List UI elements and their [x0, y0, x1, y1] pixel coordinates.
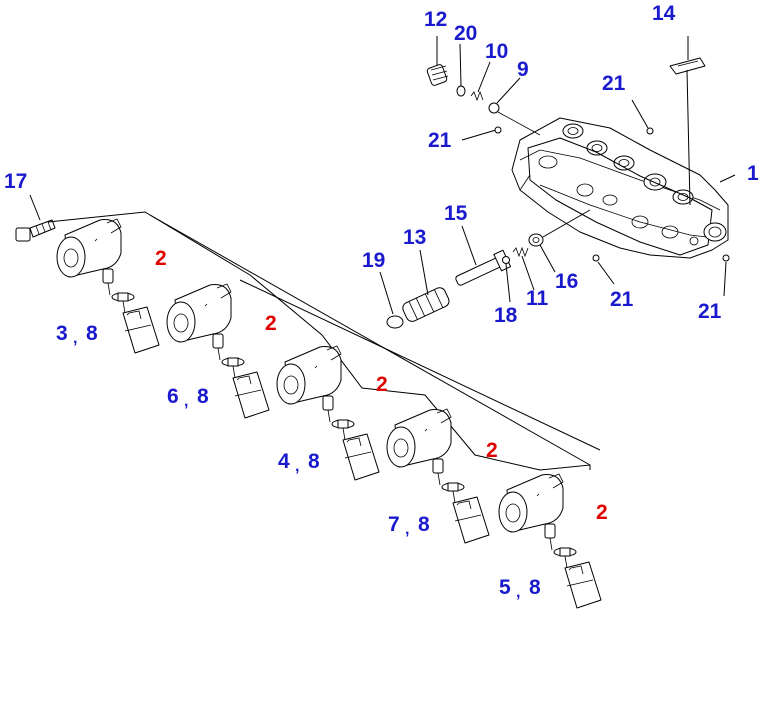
- callout-pair-4-sep: ,: [405, 521, 409, 538]
- callout-21-top: 21: [602, 72, 626, 95]
- solenoid-group-1: [56, 218, 160, 354]
- solenoid-group-4: [386, 408, 490, 544]
- valve-body: [511, 117, 729, 259]
- callout-9: 9: [517, 58, 529, 81]
- callout-11: 11: [526, 287, 549, 310]
- callout-pair-4a: 7: [388, 513, 400, 536]
- plug-group: [426, 36, 541, 136]
- callout-pair-5b: 8: [529, 576, 541, 599]
- callout-pair-5a: 5: [499, 576, 511, 599]
- nameplate-part: [669, 36, 706, 206]
- callout-19: 19: [362, 249, 385, 272]
- callout-pair-2b: 8: [197, 385, 209, 408]
- bolt-part: [15, 194, 56, 242]
- callout-21-bottom: 21: [610, 288, 634, 311]
- callout-15: 15: [444, 202, 468, 225]
- callout-21-right: 21: [698, 300, 722, 323]
- callout-solenoid-2: 2: [265, 312, 277, 335]
- callout-13: 13: [403, 226, 426, 249]
- callout-10: 10: [485, 40, 508, 63]
- callout-16: 16: [555, 270, 578, 293]
- harness-line: [47, 211, 591, 471]
- callout-17: 17: [4, 170, 27, 193]
- callout-pair-2a: 6: [167, 385, 179, 408]
- callout-pair-3a: 4: [278, 450, 290, 473]
- solenoid-group-5: [498, 473, 602, 609]
- callout-1: 1: [747, 162, 759, 185]
- solenoid-group-2: [166, 283, 270, 419]
- callout-pair-2-sep: ,: [184, 393, 188, 410]
- callout-20: 20: [454, 22, 477, 45]
- callout-18: 18: [494, 304, 518, 327]
- callout-solenoid-1: 2: [155, 247, 167, 270]
- callout-solenoid-4: 2: [486, 439, 498, 462]
- callout-solenoid-3: 2: [376, 373, 388, 396]
- callout-pair-4b: 8: [418, 513, 430, 536]
- callout-pair-1a: 3: [56, 322, 68, 345]
- callout-labels: 12 20 10 9 14 21 21 21 21 1 17 15 13 19 …: [4, 2, 759, 601]
- callout-14: 14: [652, 2, 676, 25]
- callout-leaders-21: [461, 99, 736, 297]
- solenoid-group-3: [276, 345, 380, 481]
- callout-12: 12: [424, 8, 447, 31]
- callout-pair-5-sep: ,: [516, 584, 520, 601]
- callout-pair-1-sep: ,: [73, 330, 77, 347]
- callout-21-left: 21: [428, 129, 452, 152]
- callout-pair-1b: 8: [86, 322, 98, 345]
- callout-solenoid-5: 2: [596, 501, 608, 524]
- spool-assembly: [379, 209, 591, 329]
- callout-pair-3-sep: ,: [295, 458, 299, 475]
- callout-pair-3b: 8: [308, 450, 320, 473]
